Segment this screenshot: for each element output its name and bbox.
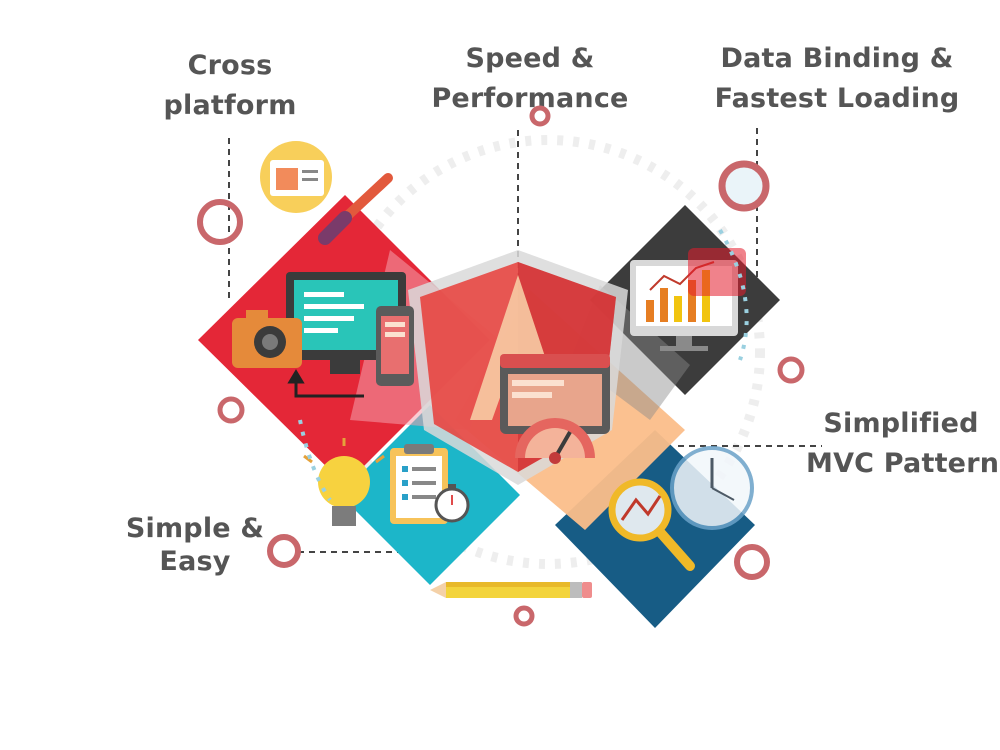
- checklist-clipboard-icon: [390, 444, 448, 524]
- ring-simple: [267, 534, 301, 568]
- browser-card-icon: [260, 141, 332, 213]
- label-simple-line2: Easy: [159, 546, 231, 577]
- ring-left-mid: [217, 396, 245, 424]
- speedometer-icon: [515, 418, 595, 464]
- bar-chart-monitor-icon: [630, 248, 746, 351]
- browser-window-icon: [500, 354, 610, 434]
- label-data-binding-line2: Fastest Loading: [714, 83, 960, 114]
- magnifying-glass-icon: [608, 478, 695, 571]
- ring-data-binding: [718, 160, 770, 212]
- camera-icon: [232, 310, 302, 368]
- label-cross-platform-line1: Cross: [187, 50, 273, 81]
- label-cross-platform-line2: platform: [163, 90, 297, 121]
- ring-bottom: [513, 605, 535, 627]
- label-simple-line1: Simple &: [125, 513, 265, 544]
- stopwatch-icon: [434, 484, 470, 523]
- label-data-binding-line1: Data Binding &: [720, 43, 954, 74]
- ring-speed: [529, 105, 551, 127]
- label-speed-performance: Speed & Performance: [425, 39, 635, 119]
- lightbulb-icon: [303, 438, 385, 526]
- sync-arrows-icon: [287, 369, 364, 398]
- background-dashed-circle: [331, 135, 765, 569]
- label-speed-line1: Speed &: [465, 43, 595, 74]
- decorative-rings: [197, 105, 805, 627]
- paintbrush-icon: [318, 173, 393, 245]
- label-mvc-line2: MVC Pattern: [806, 448, 1000, 479]
- label-cross-platform: Cross platform: [160, 46, 300, 126]
- label-simple-easy: Simple & Easy: [125, 512, 265, 578]
- mobile-phone-icon: [376, 306, 414, 386]
- label-simplified-mvc: Simplified MVC Pattern: [806, 404, 1000, 484]
- clock-icon: [670, 446, 754, 530]
- pencil-icon: [430, 582, 592, 598]
- label-data-binding: Data Binding & Fastest Loading: [712, 39, 962, 119]
- label-mvc-line1: Simplified: [823, 408, 979, 439]
- ring-left-top: [197, 199, 243, 245]
- label-speed-line2: Performance: [431, 83, 629, 114]
- dashed-accents: [298, 229, 749, 502]
- ring-right-mid: [777, 356, 805, 384]
- ring-bottom-right: [734, 544, 770, 580]
